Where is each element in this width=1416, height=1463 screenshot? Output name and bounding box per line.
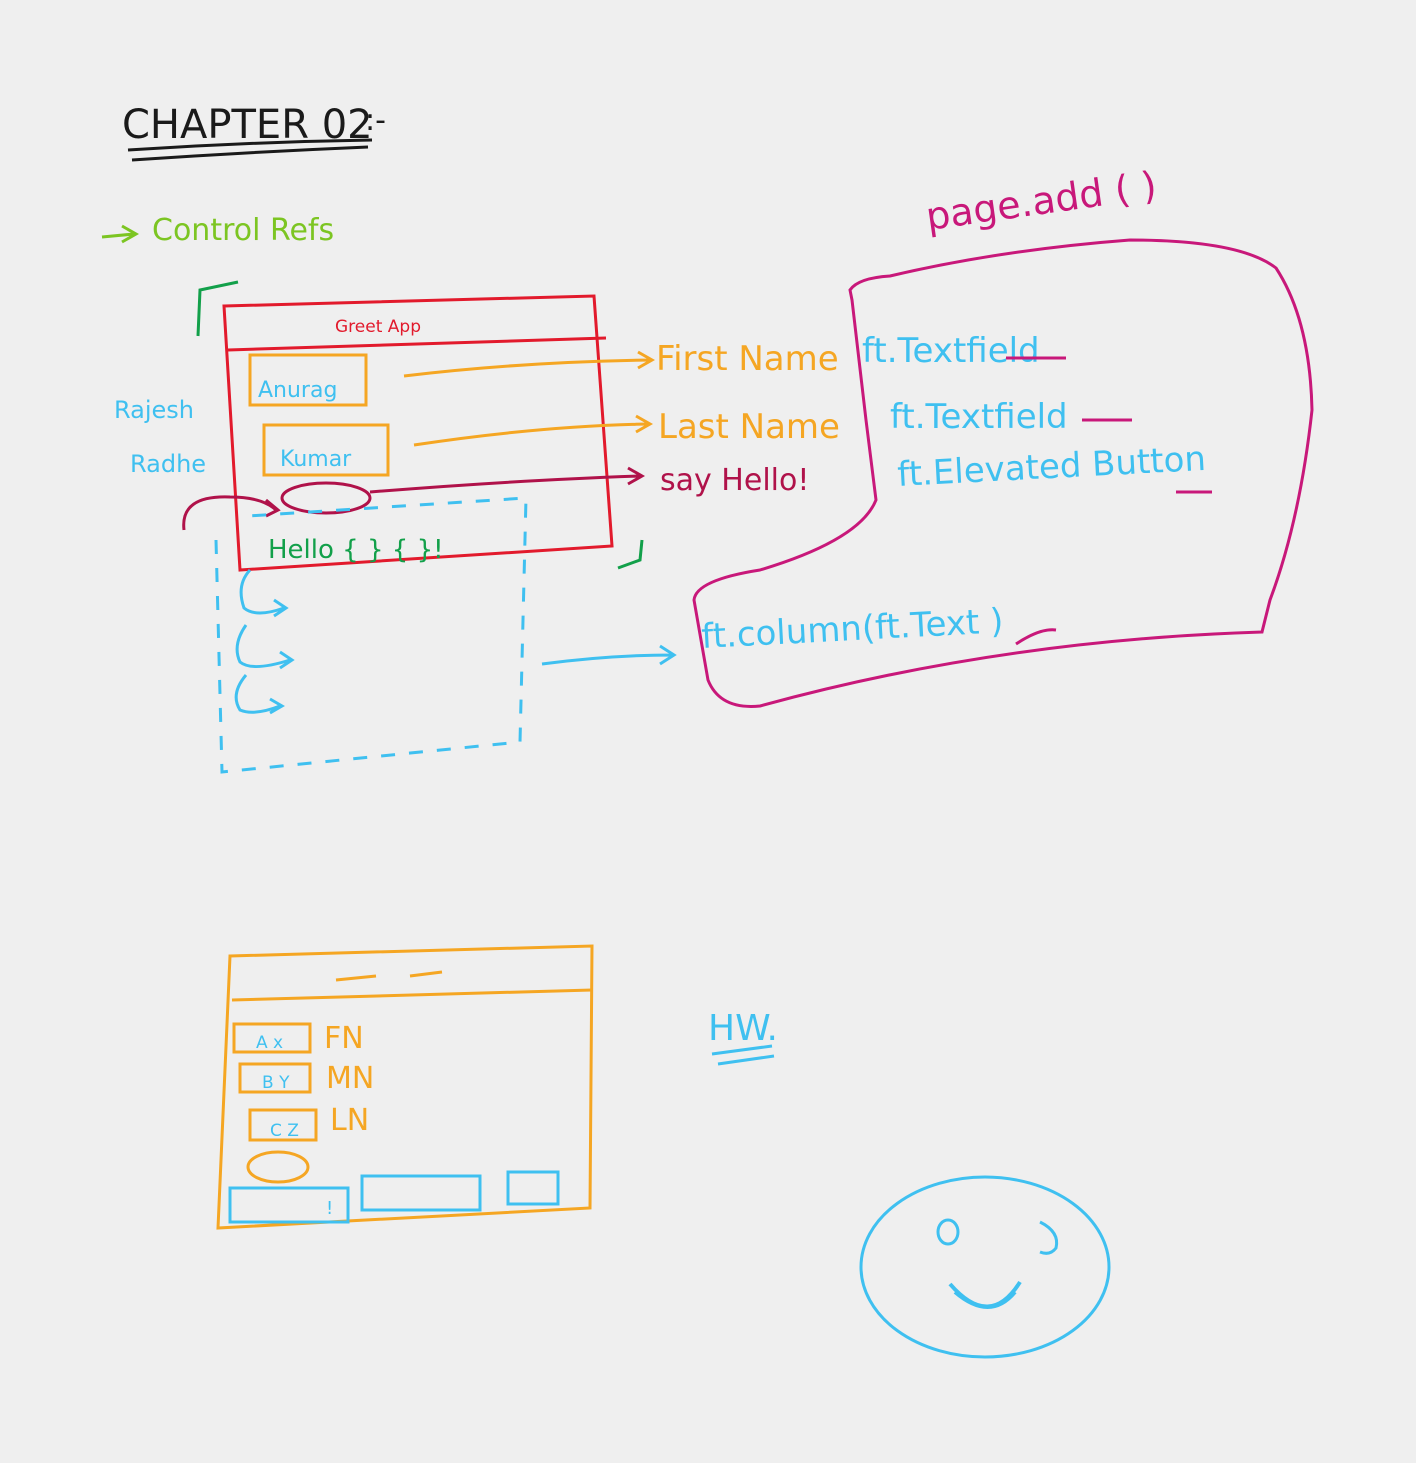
hw-row-label: FN xyxy=(324,1021,364,1056)
chapter-suffix: :- xyxy=(365,103,386,138)
label-say-hello: say Hello! xyxy=(660,463,809,498)
homework-note: HW. xyxy=(708,1008,778,1066)
last-name-arrow xyxy=(413,414,654,447)
code-line-column: ft.column(ft.Text ) xyxy=(700,601,1004,657)
app-mockup-sketch: Greet App Anurag Kumar Hello { } { }! Ra… xyxy=(114,280,644,572)
underline-mark xyxy=(1015,628,1057,646)
hw-appbar-title-marks xyxy=(335,970,443,982)
smiley-mouth xyxy=(948,1280,1022,1309)
hw-bottom-box xyxy=(506,1170,560,1206)
note-rajesh: Rajesh xyxy=(114,396,194,424)
hw-bottom-mark: ! xyxy=(326,1198,333,1219)
smiley-face-icon xyxy=(859,1175,1111,1359)
hw-underline xyxy=(711,1044,775,1066)
appbar-title: Greet App xyxy=(335,317,421,337)
column-item-arrow xyxy=(235,624,295,670)
topic-control-refs: Control Refs xyxy=(101,213,334,248)
hw-appbar-divider xyxy=(231,988,593,1002)
field-labels: First Name Last Name say Hello! xyxy=(656,339,840,498)
greeting-text: Hello { } { }! xyxy=(268,535,444,565)
click-arrow xyxy=(182,495,281,531)
column-sketch xyxy=(214,496,677,774)
column-outline xyxy=(214,496,528,774)
hw-row-label: LN xyxy=(330,1103,369,1138)
code-line-textfield-1: ft.Textfield xyxy=(862,331,1040,371)
button-arrow xyxy=(369,466,646,494)
column-to-code-arrow xyxy=(541,644,677,666)
column-item-arrow xyxy=(234,674,285,715)
chapter-heading: CHAPTER 02 :- xyxy=(122,102,386,162)
first-name-arrow xyxy=(403,350,656,378)
hw-input-box xyxy=(232,1022,312,1054)
hw-input-box xyxy=(238,1062,312,1094)
last-name-input xyxy=(262,423,390,477)
corner-bracket xyxy=(196,280,239,337)
label-first-name: First Name xyxy=(656,339,839,379)
hw-input-box xyxy=(248,1108,318,1142)
hw-button xyxy=(246,1150,310,1184)
appbar-divider xyxy=(227,336,607,352)
hw-input-value: B Y xyxy=(262,1073,290,1093)
hw-input-value: C Z xyxy=(270,1121,299,1141)
last-name-value: Kumar xyxy=(280,447,352,472)
hello-button xyxy=(280,481,372,515)
hw-bottom-box xyxy=(360,1174,482,1212)
app-window-outline xyxy=(222,294,614,572)
code-blob-outline xyxy=(692,238,1314,708)
page-add-header: page.add ( ) xyxy=(923,163,1159,239)
label-last-name: Last Name xyxy=(658,407,840,447)
hw-input-value: A x xyxy=(256,1033,283,1053)
homework-app-sketch: A x FN B Y MN C Z LN ! xyxy=(216,944,594,1230)
corner-bracket-2 xyxy=(617,539,644,570)
label-arrows xyxy=(369,350,656,494)
first-name-input xyxy=(248,353,368,407)
smiley-eye xyxy=(936,1218,960,1246)
heading-underline xyxy=(127,138,373,152)
smiley-eye xyxy=(1039,1220,1059,1255)
hw-bottom-box xyxy=(228,1186,350,1224)
code-block: page.add ( ) ft.Textfield ft.Textfield f… xyxy=(692,163,1314,708)
hw-window-outline xyxy=(216,944,594,1230)
hw-label: HW. xyxy=(708,1008,778,1049)
code-line-button: ft.Elevated Button xyxy=(896,439,1207,495)
first-name-value: Anurag xyxy=(258,378,337,403)
note-radhe: Radhe xyxy=(130,450,206,478)
code-line-textfield-2: ft.Textfield xyxy=(890,397,1068,437)
column-item-arrow xyxy=(239,568,289,618)
hw-row-label: MN xyxy=(326,1061,374,1096)
topic-label: Control Refs xyxy=(152,213,334,248)
smiley-outline xyxy=(859,1175,1111,1359)
arrow-icon xyxy=(101,224,140,244)
heading-underline-2 xyxy=(131,145,369,162)
